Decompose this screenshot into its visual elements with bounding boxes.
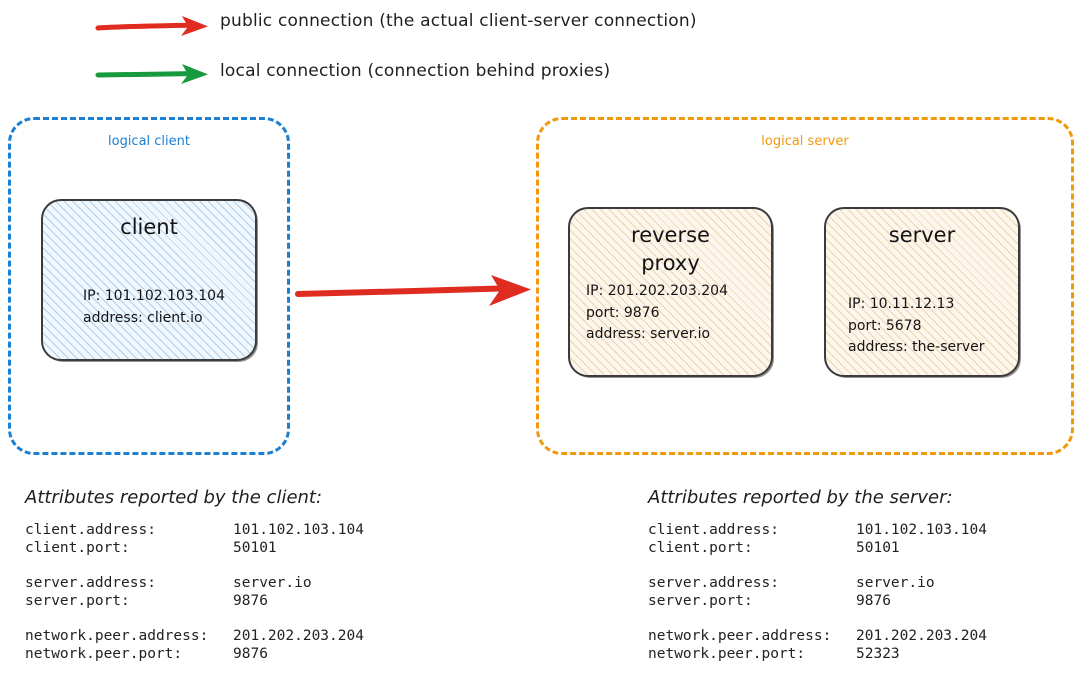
reverse-proxy-node[interactable]: reverse proxy IP: 201.202.203.204 port: … (568, 207, 773, 377)
table-row: client.address: 101.102.103.104 (25, 522, 364, 540)
attr-value: 101.102.103.104 (856, 522, 987, 538)
attr-value: 9876 (233, 646, 268, 662)
client-attributes-heading: Attributes reported by the client: (25, 487, 323, 508)
server-node-details: IP: 10.11.12.13 port: 5678 address: the-… (848, 296, 985, 356)
logical-client-caption: logical client (108, 134, 190, 149)
spacer-cell (648, 558, 856, 575)
table-row: server.address: server.io (648, 575, 987, 593)
spacer-cell (648, 611, 856, 628)
table-row: network.peer.port: 9876 (25, 646, 364, 664)
spacer-cell (856, 611, 987, 628)
client-node[interactable]: client IP: 101.102.103.104 address: clie… (41, 199, 257, 361)
table-row: server.port: 9876 (25, 593, 364, 611)
table-row: network.peer.address: 201.202.203.204 (648, 628, 987, 646)
attr-key: network.peer.address: (25, 628, 209, 644)
attr-key: client.port: (648, 540, 753, 556)
attr-value: 201.202.203.204 (856, 628, 987, 644)
client-attributes-tbody: client.address: 101.102.103.104 client.p… (25, 522, 364, 664)
green-right-arrow-icon (95, 64, 208, 84)
logical-server-caption: logical server (761, 134, 849, 149)
attr-key: server.address: (648, 575, 779, 591)
table-row: client.port: 50101 (648, 540, 987, 558)
spacer-cell (233, 611, 364, 628)
table-row: server.address: server.io (25, 575, 364, 593)
server-attributes-block: Attributes reported by the server: clien… (648, 487, 987, 664)
table-row: server.port: 9876 (648, 593, 987, 611)
table-row-spacer (648, 611, 987, 628)
table-row-spacer (25, 611, 364, 628)
logical-client-group: logical client (8, 117, 290, 455)
server-node[interactable]: server IP: 10.11.12.13 port: 5678 addres… (824, 207, 1020, 377)
reverse-proxy-node-details: IP: 201.202.203.204 port: 9876 address: … (586, 283, 728, 343)
attr-value: 201.202.203.204 (233, 628, 364, 644)
client-node-title: client (120, 215, 178, 239)
table-row: client.address: 101.102.103.104 (648, 522, 987, 540)
reverse-proxy-node-title: reverse proxy (631, 223, 710, 276)
table-row-spacer (648, 558, 987, 575)
attr-key: server.port: (25, 593, 130, 609)
attr-value: 50101 (233, 540, 277, 556)
spacer-cell (25, 558, 233, 575)
spacer-cell (856, 558, 987, 575)
client-node-details: IP: 101.102.103.104 address: client.io (83, 288, 225, 326)
legend-label-local: local connection (connection behind prox… (220, 61, 611, 81)
spacer-cell (233, 558, 364, 575)
attr-value: 101.102.103.104 (233, 522, 364, 538)
attr-key: server.port: (648, 593, 753, 609)
reverse-proxy-node-inner: reverse proxy IP: 201.202.203.204 port: … (570, 209, 771, 375)
public-connection-arrow-icon (295, 275, 531, 306)
server-attributes-tbody: client.address: 101.102.103.104 client.p… (648, 522, 987, 664)
logical-server-group: logical server (536, 117, 1074, 455)
attr-value: 9876 (233, 593, 268, 609)
red-right-arrow-icon (95, 16, 208, 36)
client-attributes-table: client.address: 101.102.103.104 client.p… (25, 522, 364, 664)
table-row: network.peer.port: 52323 (648, 646, 987, 664)
attr-value: 52323 (856, 646, 900, 662)
server-attributes-heading: Attributes reported by the server: (648, 487, 953, 508)
attr-key: client.address: (648, 522, 779, 538)
attr-key: network.peer.port: (648, 646, 806, 662)
client-node-inner: client IP: 101.102.103.104 address: clie… (43, 201, 255, 359)
spacer-cell (25, 611, 233, 628)
server-node-title: server (888, 223, 956, 247)
table-row: client.port: 50101 (25, 540, 364, 558)
table-row-spacer (25, 558, 364, 575)
attr-value: server.io (233, 575, 312, 591)
client-attributes-block: Attributes reported by the client: clien… (25, 487, 364, 664)
attr-value: 50101 (856, 540, 900, 556)
attr-value: server.io (856, 575, 935, 591)
attr-key: network.peer.port: (25, 646, 183, 662)
server-attributes-table: client.address: 101.102.103.104 client.p… (648, 522, 987, 664)
attr-key: client.port: (25, 540, 130, 556)
attr-key: client.address: (25, 522, 156, 538)
server-node-inner: server IP: 10.11.12.13 port: 5678 addres… (826, 209, 1018, 375)
table-row: network.peer.address: 201.202.203.204 (25, 628, 364, 646)
attr-value: 9876 (856, 593, 891, 609)
attr-key: server.address: (25, 575, 156, 591)
legend-label-public: public connection (the actual client-ser… (220, 11, 697, 31)
attr-key: network.peer.address: (648, 628, 832, 644)
